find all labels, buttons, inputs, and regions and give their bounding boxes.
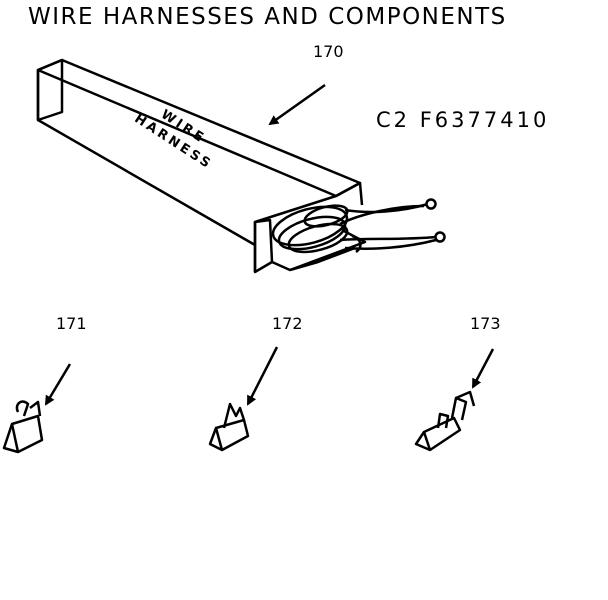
terminal-173 [414,390,476,452]
arrow-171 [44,363,72,406]
leader-arrows [44,83,495,406]
callout-173: 173 [470,314,501,333]
callout-171: 171 [56,314,87,333]
wire-harness-box [36,58,367,274]
terminal-171 [2,400,44,454]
wire-leads [339,198,446,253]
callout-170: 170 [313,42,344,61]
wire-coils [271,204,349,254]
terminal-172 [208,402,250,452]
part-code: C2 F6377410 [376,108,550,132]
arrow-170 [268,83,326,126]
diagram-title: WIRE HARNESSES AND COMPONENTS [28,4,507,30]
arrow-172 [246,346,279,406]
callout-172: 172 [272,314,303,333]
arrow-173 [471,348,495,389]
